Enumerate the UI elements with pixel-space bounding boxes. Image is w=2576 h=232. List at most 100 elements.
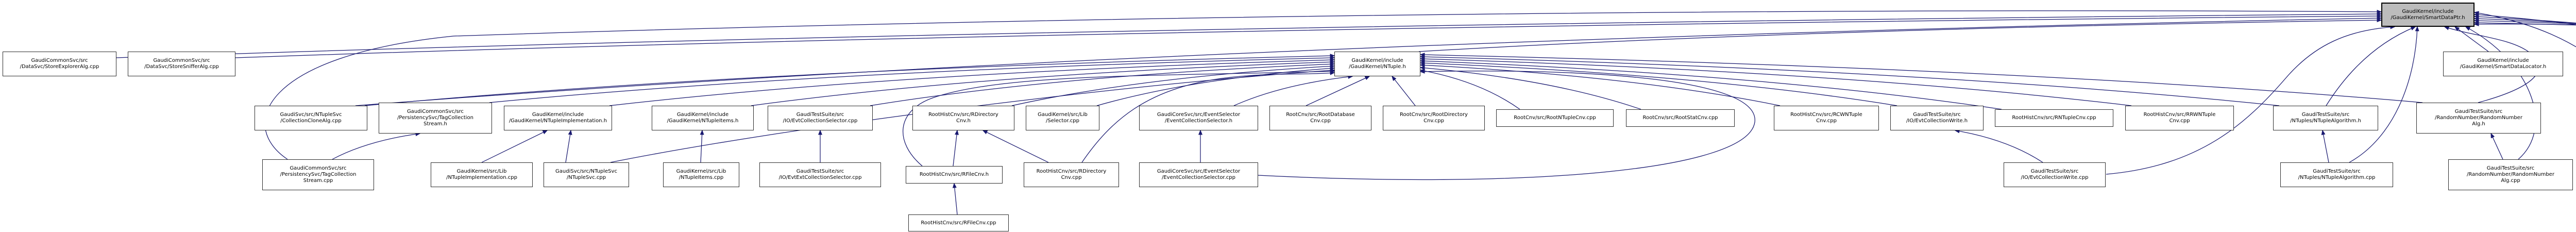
graph-node-ntuple_implementation_cpp[interactable]: GaudiKernel/src/Lib/NTupleImplementation… bbox=[431, 162, 533, 187]
graph-node-selector_cpp[interactable]: GaudiKernel/src/Lib/Selector.cpp bbox=[1026, 106, 1099, 130]
graph-node-rntuple_cnv[interactable]: RootHistCnv/src/RNTupleCnv.cpp bbox=[1995, 109, 2113, 127]
edge-mi_read_alg-to-root bbox=[2473, 19, 2576, 24]
graph-node-ntuple_h[interactable]: GaudiKernel/include/GaudiKernel/NTuple.h bbox=[1334, 52, 1420, 76]
node-label-line: GaudiSvc/src/NTupleSvc bbox=[555, 169, 617, 174]
node-label-line: RootHistCnv/src/RDirectory bbox=[1036, 169, 1107, 174]
node-label-line: GaudiCoreSvc/src/EventSelector bbox=[1157, 169, 1241, 174]
graph-node-store_explorer[interactable]: GaudiCommonSvc/src/DataSvc/StoreExplorer… bbox=[3, 52, 116, 76]
node-label-line: /DataSvc/StoreExplorerAlg.cpp bbox=[20, 64, 99, 70]
edge-ntuple_h-to-root bbox=[1418, 18, 2382, 52]
node-label-line: /NTupleImplementation.cpp bbox=[446, 175, 517, 180]
node-label-line: GaudiTestSuite/src bbox=[2454, 109, 2503, 114]
node-label-line: GaudiKernel/include bbox=[2402, 8, 2454, 14]
node-label-line: GaudiTestSuite/src bbox=[2301, 112, 2350, 118]
edge-read_alg-to-root bbox=[2473, 12, 2576, 25]
graph-node-smart_data_locator[interactable]: GaudiKernel/include/GaudiKernel/SmartDat… bbox=[2443, 52, 2563, 76]
node-label-line: GaudiKernel/src/Lib bbox=[676, 169, 726, 174]
graph-node-evt_collection_write_h[interactable]: GaudiTestSuite/src/IO/EvtCollectionWrite… bbox=[1890, 106, 1984, 130]
edge-tag_collection_stream_cpp-to-tag_collection_stream_h bbox=[332, 132, 421, 160]
graph-node-tag_collection_stream_cpp[interactable]: GaudiCommonSvc/src/PersistencySvc/TagCol… bbox=[262, 159, 374, 190]
node-label-line: /IO/EvtCollectionSelector.cpp bbox=[783, 118, 858, 124]
edge-ntuple_items_h-to-ntuple_h bbox=[751, 60, 1335, 106]
graph-node-root_stat_cnv[interactable]: RootCnv/src/RootStatCnv.cpp bbox=[1626, 109, 1735, 127]
node-label-line: /NTuples/NTupleAlgorithm.cpp bbox=[2298, 175, 2376, 180]
node-label-line: Alg.cpp bbox=[2501, 178, 2520, 184]
node-label-line: GaudiTestSuite/src bbox=[1913, 112, 1961, 118]
node-label-line: GaudiKernel/src/Lib bbox=[456, 169, 507, 174]
node-label-line: /GaudiKernel/NTuple.h bbox=[1349, 64, 1406, 70]
node-label-line: RootHistCnv/src/RNTupleCnv.cpp bbox=[2012, 115, 2096, 121]
node-label-line: GaudiKernel/include bbox=[676, 112, 729, 118]
graph-node-rfile_cnv_cpp[interactable]: RootHistCnv/src/RFileCnv.cpp bbox=[908, 214, 1009, 231]
node-label-line: /GaudiKernel/SmartDataPtr.h bbox=[2391, 14, 2465, 21]
graph-node-evt_ext_collection_selector_cpp[interactable]: GaudiTestSuite/src/IO/EvtExtCollectionSe… bbox=[759, 162, 881, 187]
node-label-line: GaudiKernel/include bbox=[2477, 58, 2529, 63]
edge-evt_collection_write_h-to-ntuple_h bbox=[1419, 61, 1897, 106]
node-label-line: RootHistCnv/src/RFileCnv.h bbox=[919, 172, 989, 177]
graph-node-random_number_alg_h[interactable]: GaudiTestSuite/src/RandomNumber/RandomNu… bbox=[2416, 103, 2541, 134]
graph-node-collection_clone[interactable]: GaudiSvc/src/NTupleSvc/CollectionCloneAl… bbox=[255, 106, 367, 130]
edge-smart_data_locator-to-root bbox=[2454, 26, 2489, 52]
node-label-line: RootHistCnv/src/RDirectory bbox=[928, 112, 998, 118]
node-label-line: /NTupleItems.cpp bbox=[679, 175, 724, 180]
graph-node-event_collection_selector_h[interactable]: GaudiCoreSvc/src/EventSelector/EventColl… bbox=[1139, 106, 1258, 130]
edge-random_number_alg_cpp-to-root bbox=[2465, 26, 2536, 160]
edge-random_number_alg_cpp-to-random_number_alg_h bbox=[2490, 132, 2503, 160]
graph-node-evt_collection_write_cpp[interactable]: GaudiTestSuite/src/IO/EvtCollectionWrite… bbox=[2004, 162, 2106, 187]
node-label-line: RootCnv/src/RootDirectory bbox=[1400, 112, 1468, 118]
node-label-line: GaudiKernel/src/Lib bbox=[1038, 112, 1088, 118]
graph-node-ntuple_algorithm_cpp[interactable]: GaudiTestSuite/src/NTuples/NTupleAlgorit… bbox=[2280, 162, 2393, 187]
edge-rntuple_cnv-to-ntuple_h bbox=[1419, 59, 2002, 110]
edge-tag_collection_stream_h-to-ntuple_h bbox=[489, 56, 1335, 103]
node-label-line: /GaudiKernel/SmartDataLocator.h bbox=[2460, 64, 2547, 70]
node-label-line: Cnv.cpp bbox=[1061, 175, 1082, 180]
graph-node-ntuple_items_cpp[interactable]: GaudiKernel/src/Lib/NTupleItems.cpp bbox=[663, 162, 739, 187]
graph-node-tag_collection_stream_h[interactable]: GaudiCommonSvc/src/PersistencySvc/TagCol… bbox=[379, 103, 492, 134]
node-label-line: RootHistCnv/src/RRWNTuple bbox=[2143, 112, 2216, 118]
edge-rfile_cnv_h-to-rdirectory_cnv_h bbox=[953, 129, 959, 167]
edge-root_database_cnv-to-ntuple_h bbox=[1306, 76, 1370, 106]
node-label-line: /GaudiKernel/NTupleImplementation.h bbox=[509, 118, 607, 124]
node-label-line: /PersistencySvc/TagCollection bbox=[397, 115, 473, 121]
graph-node-root_ntuple_cnv[interactable]: RootCnv/src/RootNTupleCnv.cpp bbox=[1496, 109, 1614, 127]
graph-node-random_number_alg_cpp[interactable]: GaudiTestSuite/src/RandomNumber/RandomNu… bbox=[2448, 159, 2573, 190]
graph-node-rfile_cnv_h[interactable]: RootHistCnv/src/RFileCnv.h bbox=[906, 166, 1003, 184]
edge-random_number_alg_h-to-ntuple_h bbox=[1419, 53, 2423, 103]
edge-ntuple_algorithm_cpp-to-ntuple_algorithm_h bbox=[2321, 129, 2329, 163]
edge-root_stat_cnv-to-ntuple_h bbox=[1419, 65, 1641, 110]
graph-node-store_sniffer[interactable]: GaudiCommonSvc/src/DataSvc/StoreSnifferA… bbox=[128, 52, 235, 76]
edge-rrwntuple_cnv-to-ntuple_h bbox=[1419, 57, 2132, 106]
graph-node-ntuple_svc_cpp[interactable]: GaudiSvc/src/NTupleSvc/NTupleSvc.cpp bbox=[544, 162, 629, 187]
node-label-line: GaudiTestSuite/src bbox=[2313, 169, 2361, 174]
edge-ntuple_algorithm_h-to-ntuple_h bbox=[1419, 55, 2280, 106]
node-label-line: /NTupleSvc.cpp bbox=[566, 175, 606, 180]
node-label-line: Cnv.cpp bbox=[1423, 118, 1444, 124]
node-label-line: /EventCollectionSelector.cpp bbox=[1161, 175, 1235, 180]
node-label-line: /RandomNumber/RandomNumber bbox=[2435, 115, 2522, 121]
node-label-line: GaudiTestSuite/src bbox=[2030, 169, 2079, 174]
edge-write_alg-to-root bbox=[2473, 14, 2576, 24]
graph-node-event_collection_selector_cpp[interactable]: GaudiCoreSvc/src/EventSelector/EventColl… bbox=[1139, 162, 1258, 187]
node-label-line: GaudiKernel/include bbox=[532, 112, 584, 118]
graph-node-evt_collection_selector_cpp[interactable]: GaudiTestSuite/src/IO/EvtCollectionSelec… bbox=[768, 106, 873, 130]
graph-node-ntuple_implementation_h[interactable]: GaudiKernel/include/GaudiKernel/NTupleIm… bbox=[504, 106, 612, 130]
node-label-line: GaudiKernel/include bbox=[1351, 58, 1403, 63]
node-label-line: /CollectionCloneAlg.cpp bbox=[280, 118, 342, 124]
node-label-line: GaudiTestSuite/src bbox=[796, 112, 844, 118]
node-label-line: GaudiTestSuite/src bbox=[796, 169, 844, 174]
node-label-line: GaudiCommonSvc/src bbox=[153, 58, 210, 63]
edge-dump_address-to-root bbox=[2473, 16, 2576, 24]
graph-node-ntuple_algorithm_h[interactable]: GaudiTestSuite/src/NTuples/NTupleAlgorit… bbox=[2273, 106, 2378, 130]
graph-node-ntuple_items_h[interactable]: GaudiKernel/include/GaudiKernel/NTupleIt… bbox=[652, 106, 754, 130]
edge-rdirectory_cnv_h-to-ntuple_h bbox=[1011, 64, 1335, 106]
node-label-line: RootHistCnv/src/RCWNTuple bbox=[1790, 112, 1862, 118]
node-label-line: Stream.cpp bbox=[303, 178, 333, 184]
edge-event_collection_selector_h-to-ntuple_h bbox=[1233, 75, 1353, 106]
